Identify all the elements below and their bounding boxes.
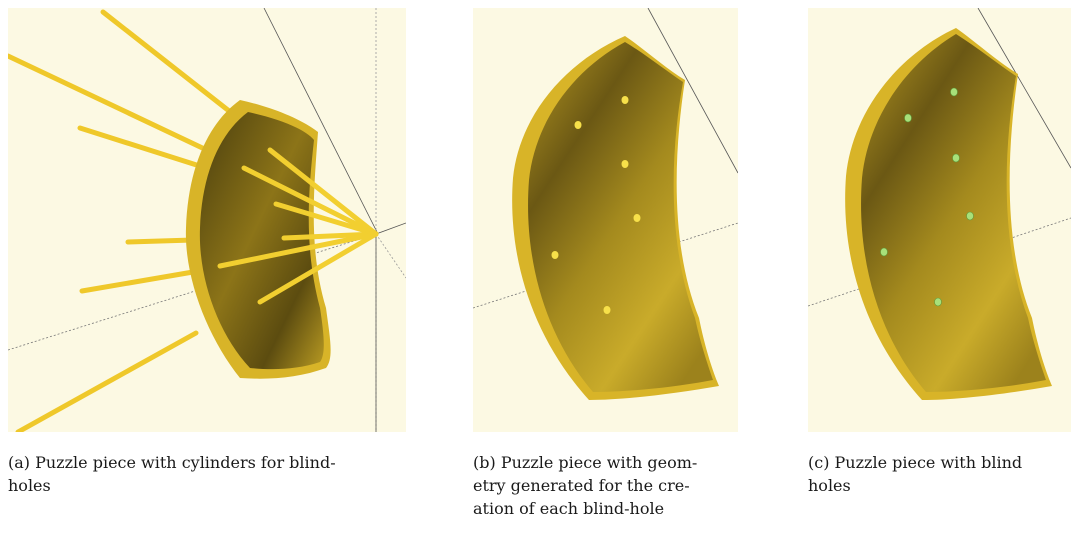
- hole-geometry: [633, 214, 641, 222]
- cylinder: [267, 147, 379, 237]
- cylinder: [79, 269, 196, 294]
- puzzle-piece-face: [528, 42, 713, 392]
- hole-geometry: [621, 96, 629, 104]
- blind-hole: [880, 247, 888, 257]
- blind-hole: [966, 211, 974, 221]
- cylinder-group-back: [8, 9, 241, 432]
- puzzle-piece-face: [861, 34, 1046, 392]
- cylinder: [8, 53, 216, 156]
- blind-hole: [904, 113, 912, 123]
- cylinder: [257, 231, 379, 305]
- axis-line: [647, 8, 738, 174]
- hole-geometry: [574, 121, 582, 129]
- render-blind-holes: [808, 8, 1071, 400]
- blind-hole: [952, 153, 960, 163]
- hole-geometry: [603, 306, 611, 314]
- cylinder-group-front: [217, 147, 379, 305]
- viewport-panel-c: [808, 8, 1071, 432]
- blind-hole: [950, 87, 958, 97]
- cylinder: [100, 9, 241, 121]
- cylinder: [273, 201, 379, 237]
- render-cylinders: [8, 8, 406, 432]
- caption-line: (a) Puzzle piece with cylinders for blin…: [8, 453, 336, 472]
- axis-line: [375, 222, 406, 235]
- puzzle-piece-face: [199, 112, 324, 370]
- caption-line: (b) Puzzle piece with geom-: [473, 453, 698, 472]
- axis-line: [375, 233, 406, 279]
- axis-line: [977, 8, 1071, 169]
- viewport-panel-b: [473, 8, 738, 432]
- viewport-panel-a: [8, 8, 406, 432]
- cylinder: [125, 237, 196, 245]
- caption-line: ation of each blind-hole: [473, 499, 665, 518]
- blind-hole: [934, 297, 942, 307]
- axis-line: [263, 8, 379, 235]
- caption-line: (c) Puzzle piece with blind: [808, 453, 1023, 472]
- hole-geometry: [551, 251, 559, 259]
- caption-line: holes: [8, 476, 51, 495]
- caption-b: (b) Puzzle piece with geom- etry generat…: [473, 451, 763, 520]
- caption-line: holes: [808, 476, 851, 495]
- caption-a: (a) Puzzle piece with cylinders for blin…: [8, 451, 428, 497]
- caption-line: etry generated for the cre-: [473, 476, 690, 495]
- cylinder: [77, 125, 209, 171]
- hole-geometry: [621, 160, 629, 168]
- cylinder: [217, 231, 379, 269]
- caption-c: (c) Puzzle piece with blind holes: [808, 451, 1071, 497]
- blind-hole-group: [880, 87, 974, 307]
- render-hole-geometry: [473, 8, 738, 400]
- cylinder: [241, 165, 379, 237]
- hole-geometry-group: [551, 96, 641, 314]
- cylinder: [15, 330, 199, 432]
